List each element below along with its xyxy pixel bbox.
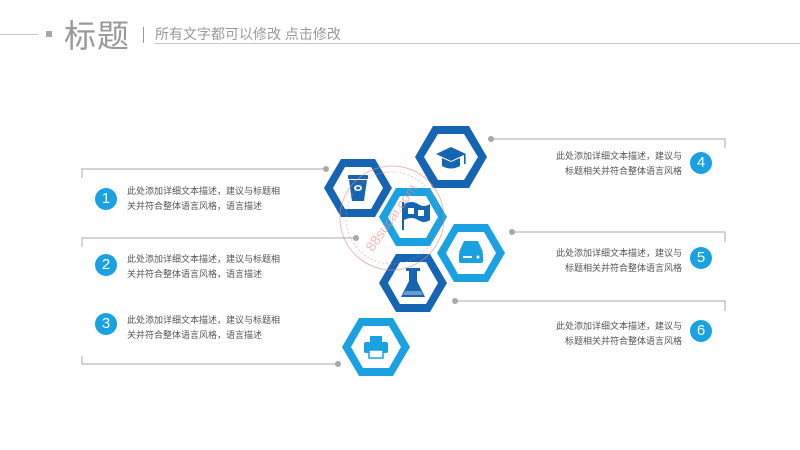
connector-dot-4 bbox=[488, 136, 494, 142]
hexagon-flag[interactable] bbox=[379, 188, 447, 246]
page-subtitle[interactable]: 所有文字都可以修改 点击修改 bbox=[155, 26, 341, 42]
title-divider bbox=[143, 27, 144, 43]
item-5-badge: 5 bbox=[690, 247, 712, 269]
page-title[interactable]: 标题 bbox=[64, 18, 131, 54]
item-5-text[interactable]: 此处添加详细文本描述，建议与标题相关并符合整体语言风格 bbox=[555, 248, 682, 273]
connector-line-4 bbox=[491, 138, 726, 148]
item-1-badge: 1 bbox=[95, 188, 117, 210]
item-3-badge: 3 bbox=[95, 313, 117, 335]
bucket-icon bbox=[348, 175, 368, 201]
connector-line-1 bbox=[81, 168, 326, 178]
connector-dot-5 bbox=[509, 229, 515, 235]
item-2-text[interactable]: 此处添加详细文本描述，建议与标题相关并符合整体语言风格，语言描述 bbox=[127, 254, 281, 279]
connector-lines bbox=[81, 138, 726, 365]
header-line-right bbox=[155, 43, 800, 44]
hexagon-bucket[interactable] bbox=[324, 159, 392, 217]
header-line-left bbox=[0, 34, 38, 35]
item-3-text[interactable]: 此处添加详细文本描述，建议与标题相关并符合整体语言风格，语言描述 bbox=[127, 315, 281, 340]
flag-icon bbox=[402, 202, 430, 230]
hexagon-flask[interactable] bbox=[379, 254, 447, 312]
printer-icon bbox=[364, 336, 388, 359]
connector-line-6 bbox=[455, 300, 726, 311]
flask-icon bbox=[401, 268, 425, 297]
graduation-cap-icon bbox=[436, 147, 466, 169]
header-square-bullet bbox=[46, 31, 52, 37]
item-6-badge: 6 bbox=[690, 320, 712, 342]
connector-line-5 bbox=[512, 231, 726, 242]
connector-dot-6 bbox=[452, 298, 458, 304]
item-6-text[interactable]: 此处添加详细文本描述，建议与标题相关并符合整体语言风格 bbox=[555, 321, 682, 346]
hexagon-graduation-cap[interactable] bbox=[415, 126, 487, 188]
item-1-text[interactable]: 此处添加详细文本描述，建议与标题相关并符合整体语言风格，语言描述 bbox=[127, 186, 281, 211]
connector-line-3 bbox=[81, 356, 338, 365]
item-4-badge: 4 bbox=[690, 152, 712, 174]
hexagon-hard-drive[interactable] bbox=[437, 224, 505, 282]
hexagon-printer[interactable] bbox=[342, 318, 410, 376]
connector-dot-1 bbox=[323, 166, 329, 172]
connector-dots bbox=[323, 136, 515, 367]
item-4-text[interactable]: 此处添加详细文本描述，建议与标题相关并符合整体语言风格 bbox=[555, 151, 682, 176]
item-2-badge: 2 bbox=[95, 254, 117, 276]
connector-dot-3 bbox=[335, 361, 341, 367]
hard-drive-icon bbox=[459, 241, 483, 263]
connector-line-2 bbox=[81, 237, 356, 247]
connector-dot-2 bbox=[353, 235, 359, 241]
